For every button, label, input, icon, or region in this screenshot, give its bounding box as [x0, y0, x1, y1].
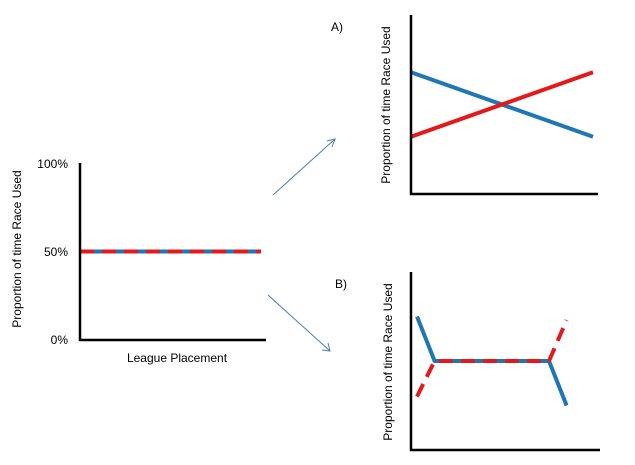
y-tick-label-50: 50% [44, 245, 68, 259]
arrow-to-panel-b [267, 294, 331, 352]
y-axis-title-panel-a: Proportion of time Race Used [379, 26, 393, 183]
y-tick-label-100: 100% [37, 157, 68, 171]
axis-main [78, 163, 266, 342]
series-line-panel-b-1 [415, 319, 569, 398]
arrow-head-a [326, 138, 336, 148]
series-layer-panel-b [415, 315, 569, 407]
chart-main: 100% 50% 0% Proportion of time Race Used… [10, 157, 266, 365]
x-axis-title-main: League Placement [127, 351, 228, 365]
y-axis-title-panel-b: Proportion of time Race Used [381, 283, 395, 440]
arrow-head-b [321, 342, 331, 352]
arrow-to-panel-a [272, 138, 336, 196]
chart-panel-a: A) Proportion of time Race Used [331, 15, 598, 196]
series-line-panel-a-1 [410, 70, 594, 139]
panel-label-b: B) [335, 277, 347, 291]
axis-panel-b [409, 272, 600, 452]
arrow-line-a [272, 138, 336, 196]
y-axis-title-main: Proportion of time Race Used [10, 170, 24, 327]
chart-panel-b: B) Proportion of time Race Used [335, 272, 600, 452]
series-layer-panel-a [410, 70, 594, 139]
y-tick-label-0: 0% [51, 333, 69, 347]
arrow-line-b [267, 294, 331, 352]
panel-label-a: A) [331, 20, 343, 34]
axis-panel-a [409, 15, 598, 196]
